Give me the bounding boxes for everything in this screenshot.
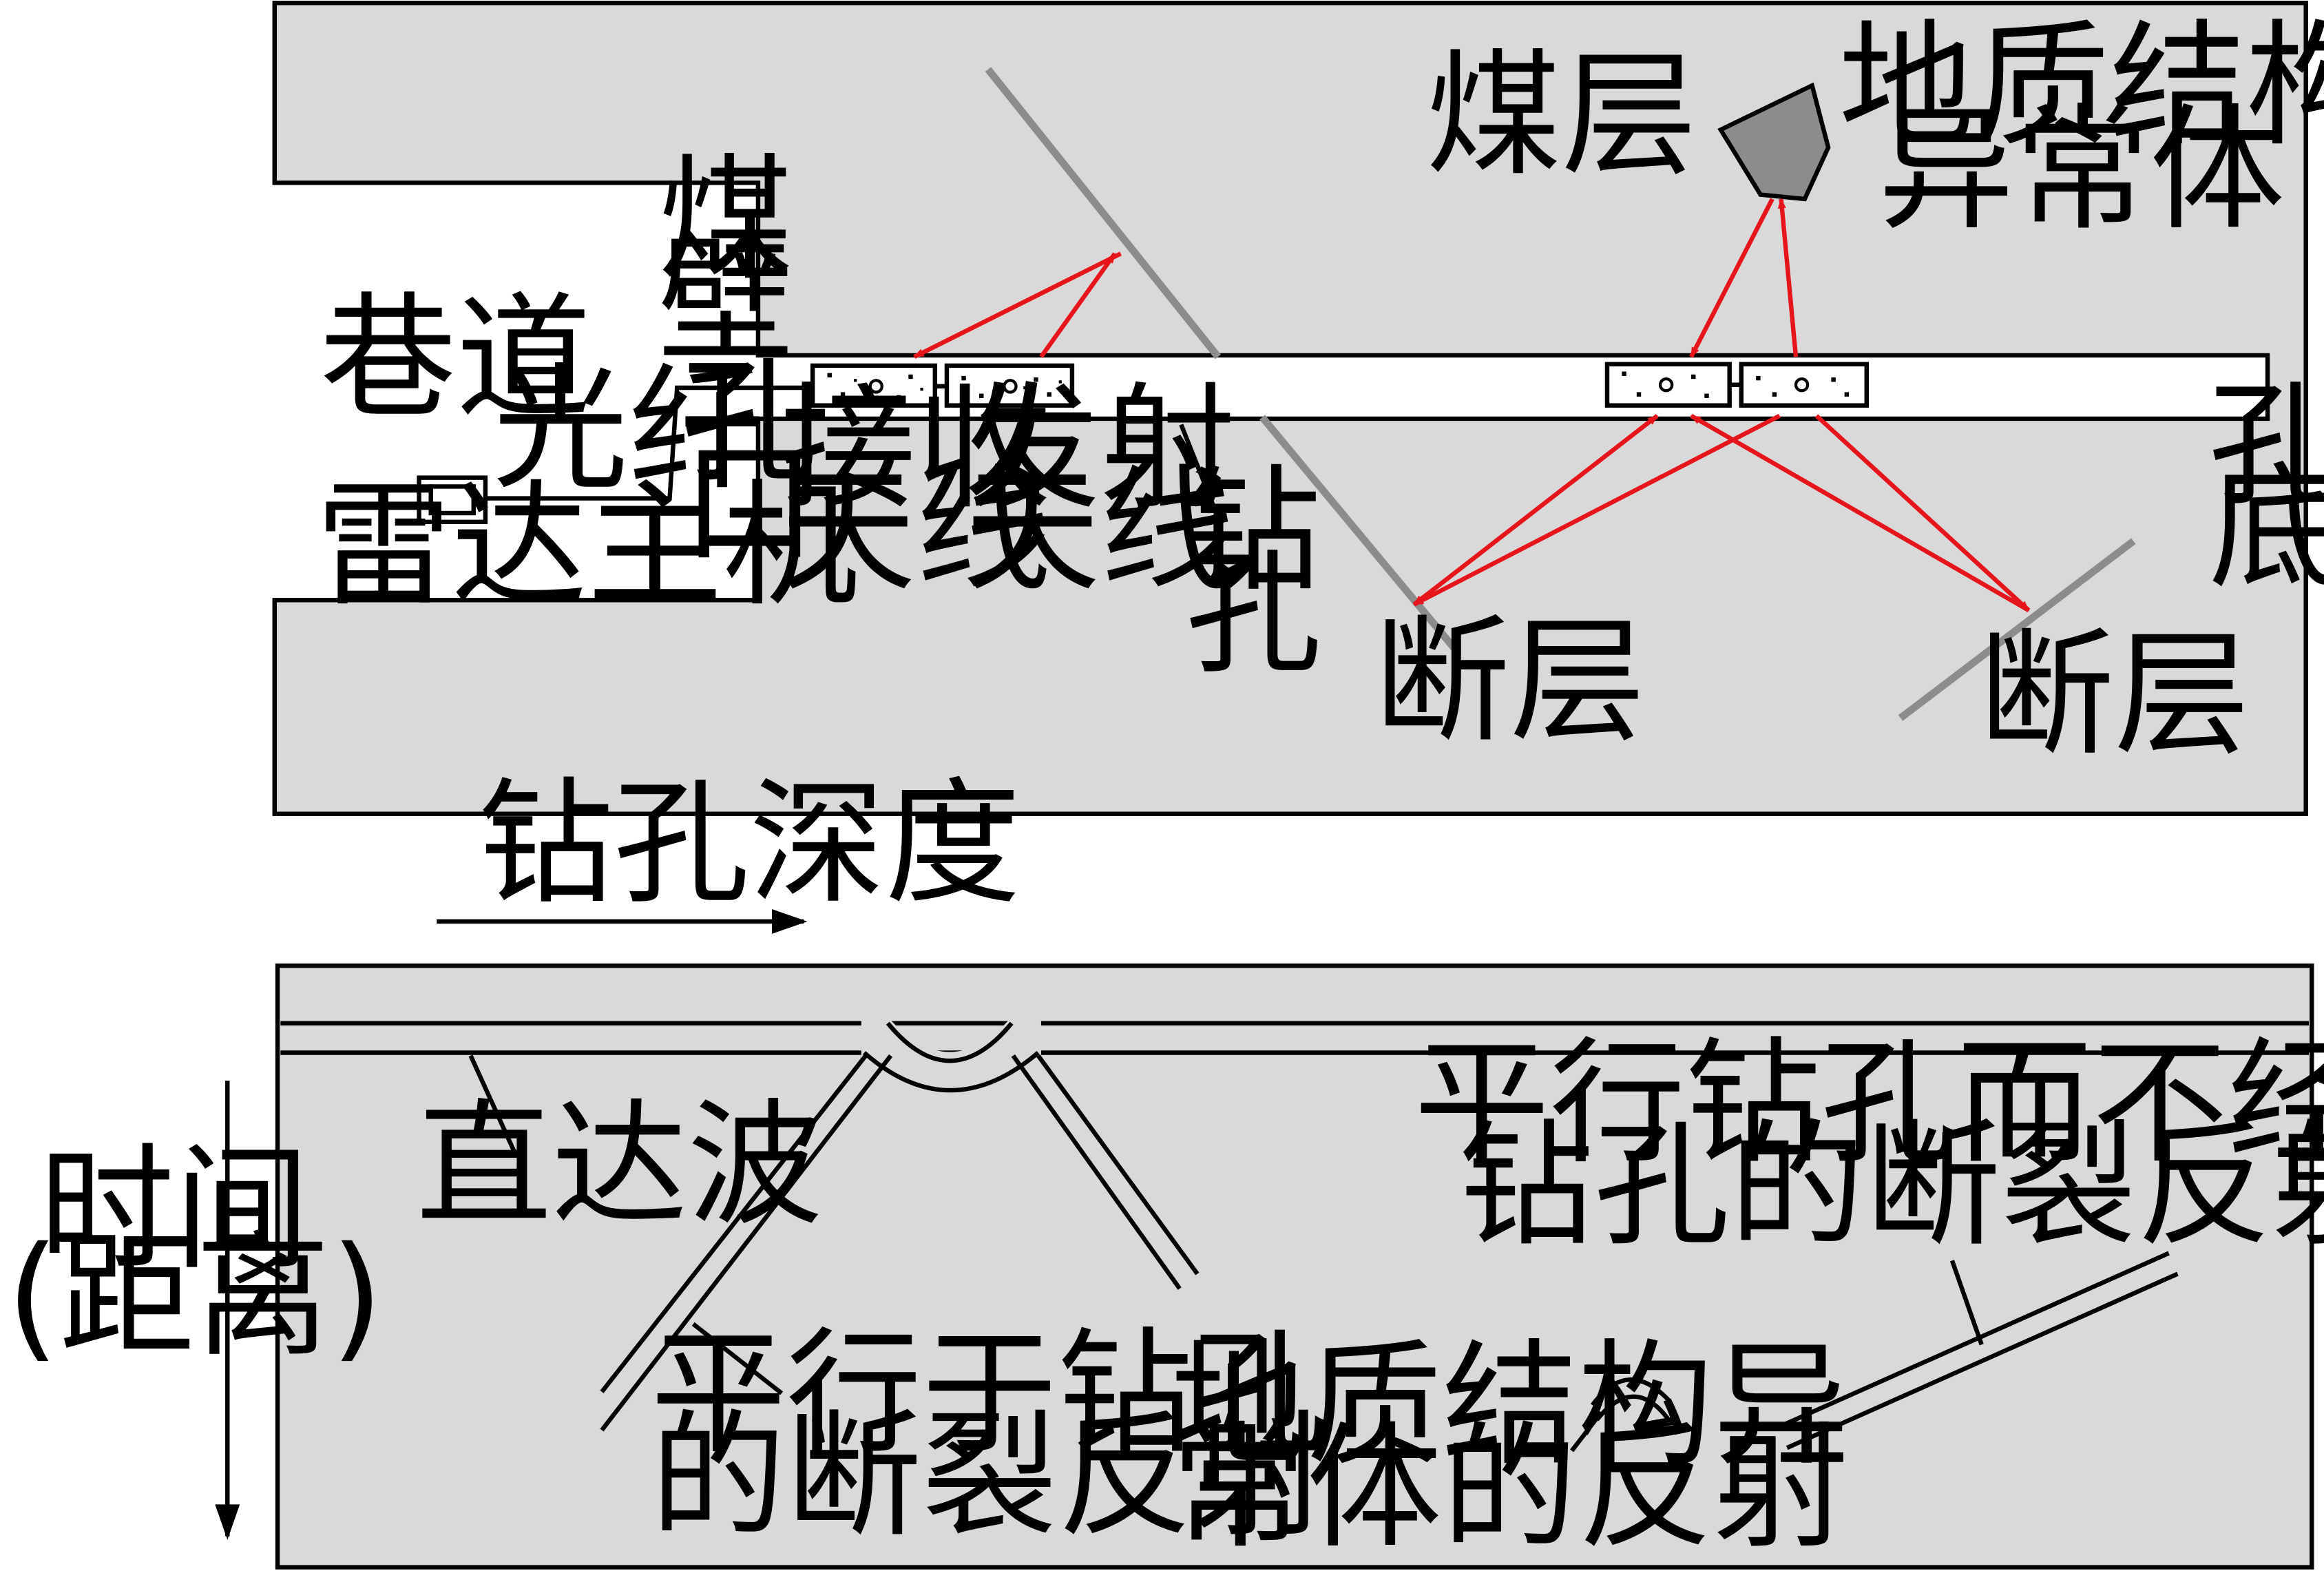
borehole-leader <box>1179 424 1217 511</box>
parallel-fault-label-1: 平行于钻孔 <box>651 1315 1329 1472</box>
antenna-pair-right <box>1604 362 1869 408</box>
coal-wall-label-1: 煤 <box>658 141 793 299</box>
coal-wall-label-2: 壁 <box>658 222 793 380</box>
anomaly-label-line1: 地质结构 <box>1839 8 2324 165</box>
fiber-label: 光纤 <box>493 351 764 508</box>
direct-wave-label: 直达波 <box>416 1087 823 1245</box>
receive-antenna-label-2: 天线 <box>780 452 1051 610</box>
depth-axis-label: 钻孔深度 <box>478 765 1020 923</box>
transmit-antenna-label-1: 发射 <box>965 370 1236 528</box>
receive-antenna <box>810 363 938 408</box>
nonpass-fault-reflection <box>1777 1251 2179 1450</box>
borehole-mouth-label-1: 孔 <box>682 344 817 501</box>
fault-label-left: 断层 <box>1374 603 1646 761</box>
parallel-fault-label-2: 的断裂反射 <box>651 1397 1329 1555</box>
top-panel: 煤层 地质结构 异常体 煤 壁 巷道 光纤 孔 口 雷达主机 接收 天线 发射 … <box>272 1 2324 816</box>
borehole-label-2: 孔 <box>1186 535 1321 693</box>
antenna-pair-left <box>810 363 1075 408</box>
bottom-panel: 直达波 平行于钻孔 的断裂反射 地质结构异 常体的反射 平行钻孔而不经过 钻孔的… <box>275 963 2324 1570</box>
hole-bottom-label-2: 底 <box>2208 450 2324 607</box>
direct-wave-line <box>280 1021 2309 1055</box>
borehole-label-1: 钻 <box>1186 452 1321 610</box>
reflection-rays <box>913 198 2031 613</box>
anomaly-reflection-label-1: 地质结构异 <box>1171 1327 1849 1485</box>
fault-line-lower-right <box>1898 538 2136 721</box>
anomaly-reflection-arcs <box>1590 1377 1671 1422</box>
anomaly-label-line2: 异常体 <box>1878 92 2285 249</box>
roadway-label: 巷道 <box>320 280 592 438</box>
radar-host-label: 雷达主机 <box>316 468 859 625</box>
anomaly-reflection-label-2: 常体的反射 <box>1171 1409 1849 1567</box>
nonpass-fault-label-2: 钻孔的断裂反射 <box>1458 1107 2324 1265</box>
nonpass-fault-label-1: 平行钻孔而不经过 <box>1414 1025 2324 1183</box>
fiber-cable <box>485 385 815 501</box>
time-axis-label-1: 时间 <box>39 1131 310 1289</box>
transmit-antenna-label-2: 天线 <box>965 452 1236 610</box>
depth-axis: 钻孔深度 <box>437 765 1020 934</box>
fault-line-upper <box>985 67 1222 360</box>
receive-antenna-label-1: 接收 <box>780 370 1051 528</box>
direct-wave-notch <box>862 1021 1040 1093</box>
time-axis: 时间 (距离) <box>6 1081 384 1540</box>
parallel-fault-reflection <box>600 1054 1200 1432</box>
radar-profile-frame <box>275 963 2314 1570</box>
geological-anomaly-shape <box>1717 82 1831 202</box>
transmit-antenna <box>944 363 1075 408</box>
coal-seam-body <box>272 1 2308 816</box>
hole-bottom-label-1: 孔 <box>2208 367 2324 525</box>
fault-line-lower-left <box>1259 415 1461 656</box>
direct-wave-notch-fill <box>861 1020 1041 1056</box>
leader-lines <box>468 1054 1984 1453</box>
fault-label-right: 断层 <box>1978 616 2250 774</box>
time-axis-label-2: (距离) <box>6 1218 384 1375</box>
borehole-mouth-label-2: 口 <box>682 424 817 582</box>
coal-seam-label: 煤层 <box>1426 37 1697 194</box>
